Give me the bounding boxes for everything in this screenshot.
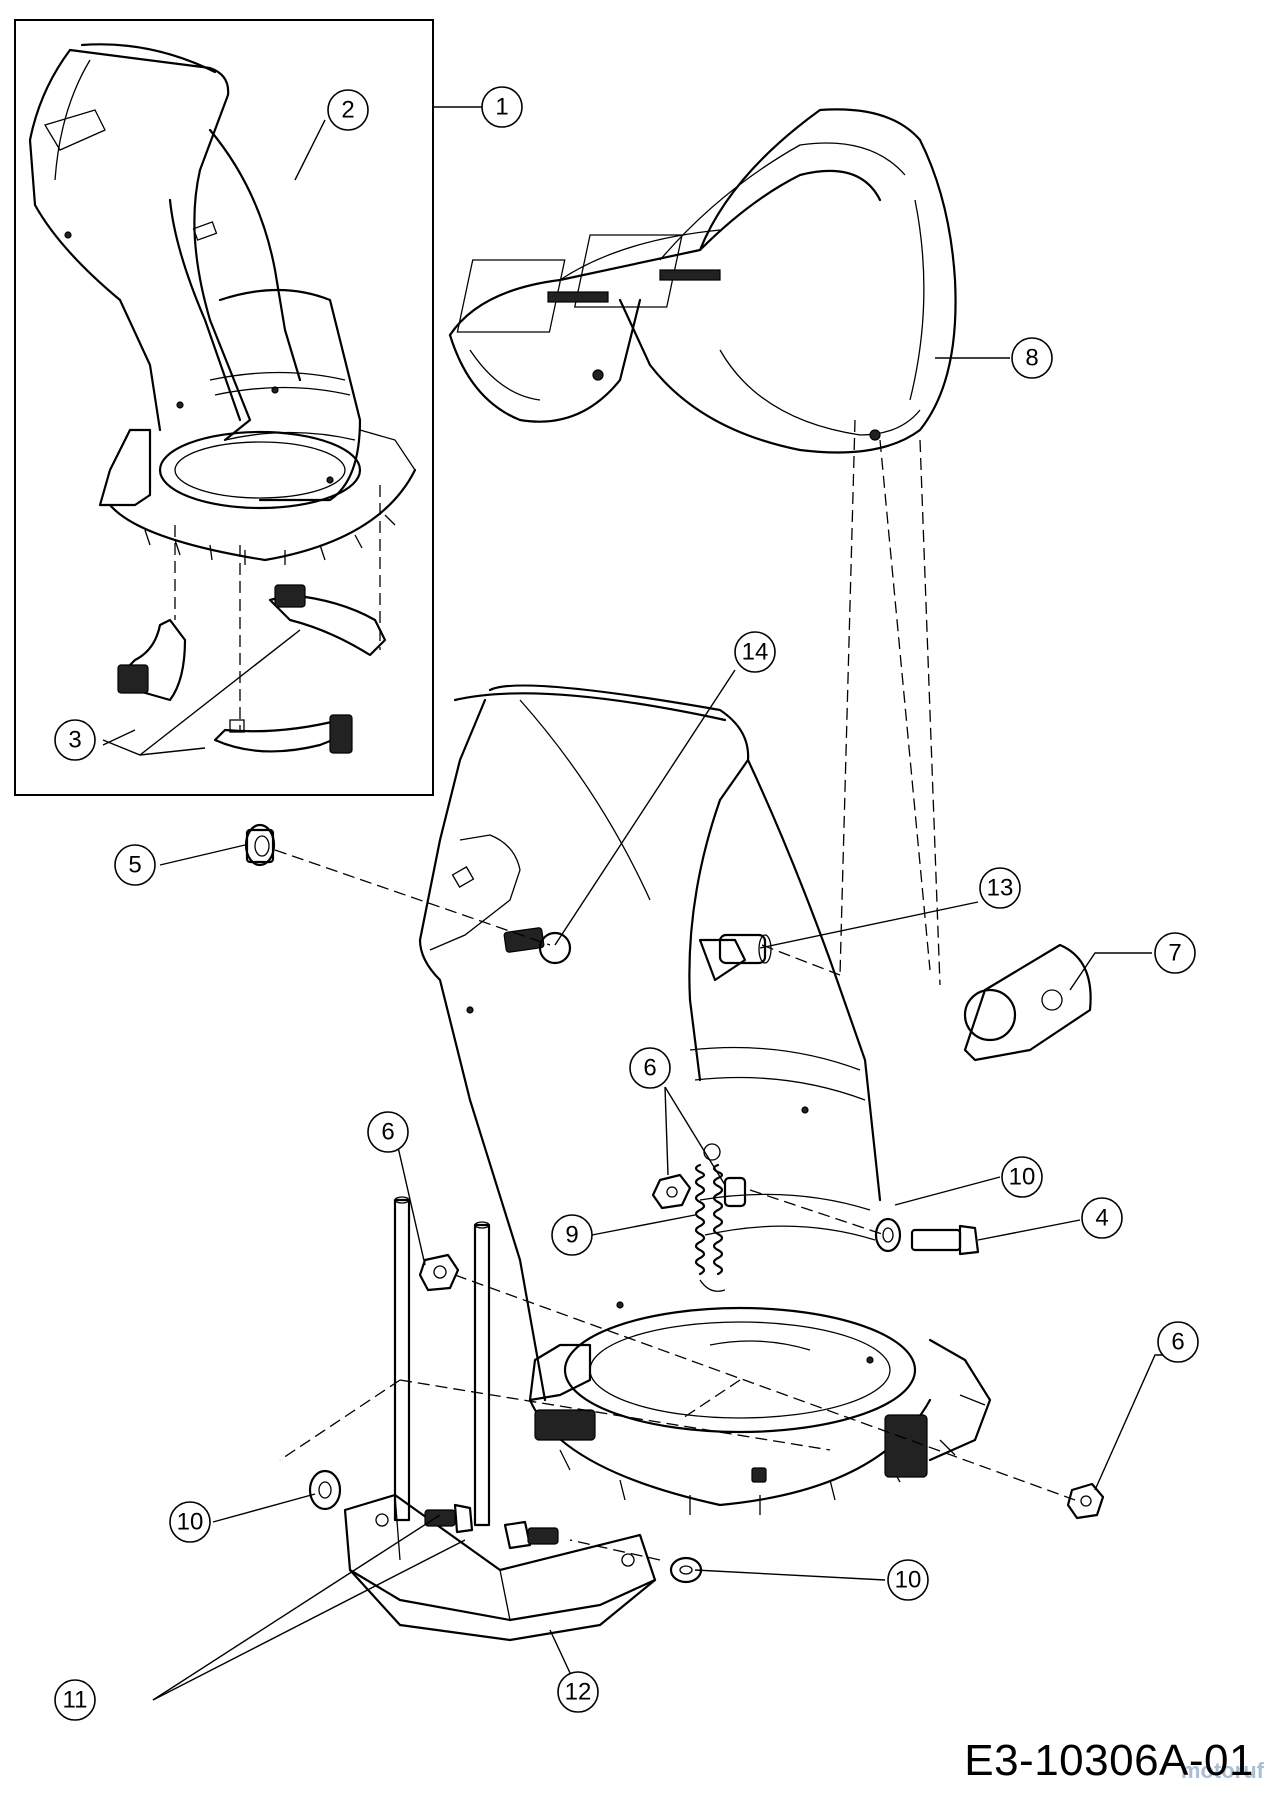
callout-10-bottom: 10: [887, 1559, 929, 1601]
svg-text:2: 2: [341, 97, 354, 124]
callout-14: 14: [734, 631, 776, 673]
support-rods: [393, 1196, 491, 1527]
svg-text:13: 13: [987, 875, 1014, 902]
bracket-part: [343, 1493, 657, 1642]
svg-text:4: 4: [1095, 1205, 1108, 1232]
svg-text:14: 14: [742, 639, 769, 666]
callout-4: 4: [1081, 1197, 1123, 1239]
callout-9: 9: [551, 1214, 593, 1256]
callout-13: 13: [979, 867, 1021, 909]
assembly-dash-lines: [274, 419, 1076, 1561]
callout-10-left: 10: [169, 1501, 211, 1543]
callout-6-left: 6: [367, 1111, 409, 1153]
diagram-reference-code: E3-10306A-01: [964, 1736, 1254, 1785]
deflector-part: [448, 108, 957, 454]
svg-text:1: 1: [495, 94, 508, 121]
inset-frame: [14, 19, 434, 796]
svg-text:6: 6: [381, 1119, 394, 1146]
callout-8: 8: [1011, 337, 1053, 379]
svg-text:7: 7: [1168, 940, 1181, 967]
svg-text:11: 11: [63, 1687, 88, 1714]
callout-12: 12: [557, 1671, 599, 1713]
spring: [694, 1143, 726, 1292]
svg-text:12: 12: [565, 1679, 592, 1706]
hardware-parts: [244, 823, 1105, 1584]
svg-text:10: 10: [177, 1509, 204, 1536]
callout-5: 5: [114, 844, 156, 886]
callout-3: 3: [54, 719, 96, 761]
main-chute: [418, 684, 992, 1515]
callout-1: 1: [481, 86, 523, 128]
callout-6-right: 6: [1157, 1321, 1199, 1363]
svg-text:6: 6: [1171, 1329, 1184, 1356]
inset-clips: [117, 584, 387, 754]
callout-11: 11: [54, 1679, 96, 1721]
svg-text:9: 9: [565, 1222, 578, 1249]
svg-text:6: 6: [643, 1055, 656, 1082]
watermark-text: motoruf: [1180, 1758, 1264, 1783]
callout-10-right: 10: [1001, 1156, 1043, 1198]
svg-text:10: 10: [1009, 1164, 1036, 1191]
callouts: 1 2 3 4 5 6 6 6 7 8 9 10 10 10 11 12 13 …: [54, 86, 1199, 1721]
inset-dash-lines: [174, 485, 381, 730]
leader-lines: [102, 20, 1177, 1701]
svg-text:10: 10: [895, 1567, 922, 1594]
svg-text:8: 8: [1025, 345, 1038, 372]
callout-6-center: 6: [629, 1047, 671, 1089]
svg-text:3: 3: [68, 727, 81, 754]
callout-7: 7: [1154, 932, 1196, 974]
inset-chute-assembly: [28, 43, 417, 565]
svg-text:5: 5: [128, 852, 141, 879]
callout-2: 2: [327, 89, 369, 131]
